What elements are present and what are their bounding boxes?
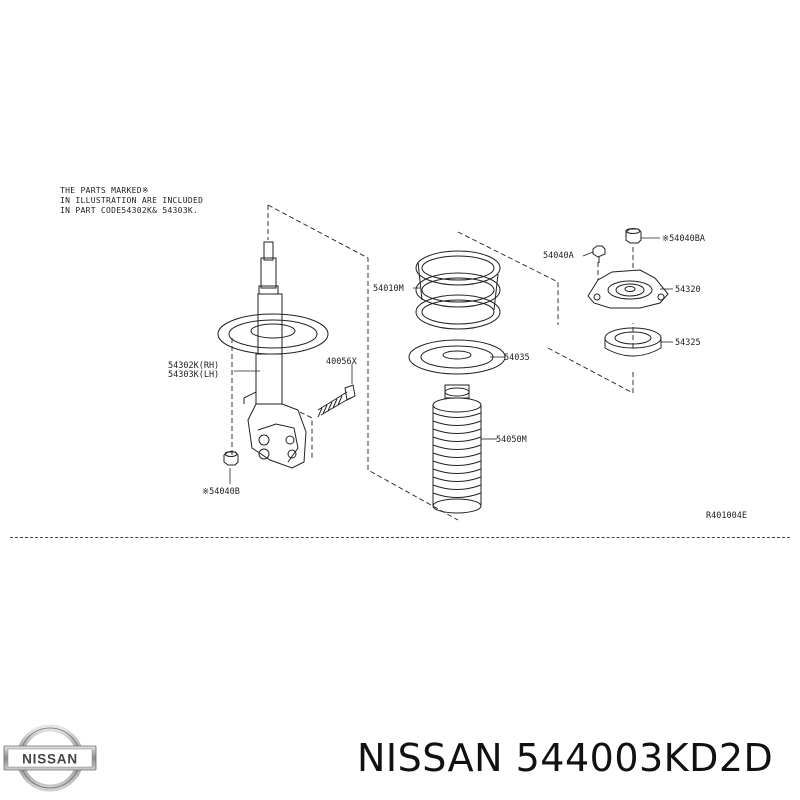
leader-lines	[229, 237, 673, 484]
label-nut-54040a: 54040A	[543, 251, 574, 261]
guide-lines	[231, 204, 634, 521]
coil-spring-54010m	[415, 250, 501, 330]
label-boot-54050m: 54050M	[496, 435, 527, 445]
nissan-logo: NISSAN	[3, 724, 97, 792]
bearing-54325	[604, 327, 662, 357]
strut-mount-54320	[587, 269, 669, 309]
reference-code: R401004E	[706, 511, 747, 521]
part-number: 544003KD2D	[515, 736, 774, 780]
label-mount-54320: 54320	[675, 285, 701, 295]
nut-54040b	[223, 451, 239, 466]
label-nut-54040ba: ※54040BA	[662, 234, 705, 244]
note-line-3: IN PART CODE54302K& 54303K.	[60, 206, 199, 215]
bolt-40056x	[317, 384, 356, 418]
label-spring-54010m: 54010M	[373, 284, 404, 294]
bump-boot-54050m	[432, 384, 482, 514]
bolt-54040a	[592, 245, 606, 263]
logo-text: NISSAN	[22, 752, 78, 767]
note-line-1: THE PARTS MARKED※	[60, 186, 149, 195]
note-text: THE PARTS MARKED※IN ILLUSTRATION ARE INC…	[60, 186, 203, 216]
strut-assembly	[217, 241, 329, 469]
label-seat-54035: 54035	[504, 353, 530, 363]
label-strut-lh: 54303K(LH)	[168, 370, 219, 380]
nut-54040ba	[625, 228, 642, 244]
label-bolt-40056x: 40056X	[326, 357, 358, 367]
note-line-2: IN ILLUSTRATION ARE INCLUDED	[60, 196, 204, 205]
brand-part-caption: NISSAN 544003KD2D	[357, 736, 773, 780]
separator-line	[10, 537, 790, 538]
label-bearing-54325: 54325	[675, 338, 701, 348]
brand-name: NISSAN	[357, 736, 504, 780]
label-strut-rh: 54302K(RH)	[168, 361, 219, 371]
label-nut-54040b: ※54040B	[202, 487, 240, 497]
